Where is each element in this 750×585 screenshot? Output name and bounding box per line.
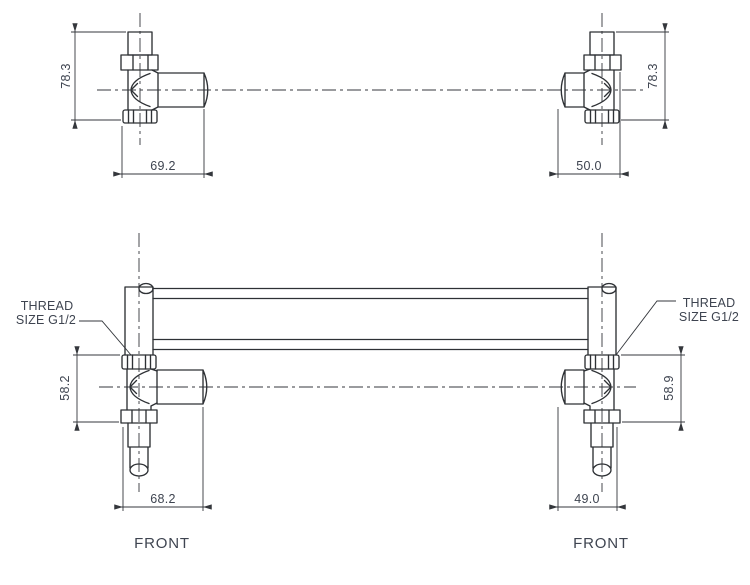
dimension-right-height: 58.9 [621, 346, 685, 431]
dim-label: 78.3 [59, 63, 73, 89]
dim-label: 58.2 [58, 375, 72, 401]
thread-label-line1: THREAD [21, 299, 74, 313]
valve-body [126, 368, 158, 411]
thread-label-line1: THREAD [683, 296, 736, 310]
thread-size-callout-left: THREAD SIZE G1/2 [16, 299, 132, 356]
dimension-right-width: 49.0 [549, 407, 626, 511]
valve-knurled-nut [584, 109, 620, 124]
view-label-front-right: FRONT [573, 535, 629, 552]
dim-label: 49.0 [574, 492, 600, 506]
valve-hex-nut [120, 409, 158, 424]
dimension-height: 78.3 [59, 23, 126, 129]
valve-hex-nut [583, 409, 621, 424]
dim-label: 68.2 [150, 492, 176, 506]
dimension-height: 78.3 [616, 23, 669, 129]
tailpiece-end [129, 463, 149, 477]
leader-line [79, 320, 132, 356]
valve-tailpiece [590, 422, 614, 469]
valve-outlet-cylinder [156, 369, 208, 405]
top-right-valve-view: 78.3 50.0 [549, 13, 669, 178]
dimension-width: 69.2 [113, 109, 213, 178]
valve-seat [591, 369, 612, 405]
right-riser-pipe [587, 282, 617, 356]
valve-hex-nut [120, 54, 159, 71]
thread-size-callout-right: THREAD SIZE G1/2 [615, 296, 739, 356]
valve-tailpiece [127, 422, 151, 469]
tailpiece-end [592, 463, 612, 477]
valve-knurled-nut [584, 354, 620, 370]
dimension-width: 50.0 [549, 72, 629, 178]
top-left-valve-view: 78.3 69.2 [59, 13, 213, 178]
valve-body [583, 368, 615, 411]
dimension-left-height: 58.2 [58, 346, 120, 431]
bottom-left-valve [120, 354, 208, 477]
dim-label: 58.9 [662, 375, 676, 401]
dim-label: 50.0 [576, 159, 602, 173]
thread-label-line2: SIZE G1/2 [679, 310, 739, 324]
valve-hex-nut [583, 54, 622, 71]
radiator-rails [152, 287, 589, 351]
bottom-right-valve [560, 354, 621, 477]
valve-outlet-cylinder [560, 369, 585, 405]
bottom-assembly-view: 58.2 68.2 58.9 49.0 THREAD SIZE G1/2 THR… [16, 233, 739, 552]
view-label-front-left: FRONT [134, 535, 190, 552]
leader-line [615, 300, 676, 356]
dim-label: 78.3 [646, 63, 660, 89]
dimension-left-width: 68.2 [114, 407, 212, 511]
thread-label-line2: SIZE G1/2 [16, 313, 76, 327]
valve-knurled-nut [122, 109, 158, 124]
valve-seat [129, 369, 150, 405]
dim-label: 69.2 [150, 159, 176, 173]
left-riser-pipe [124, 282, 154, 356]
valve-knurled-nut [121, 354, 157, 370]
